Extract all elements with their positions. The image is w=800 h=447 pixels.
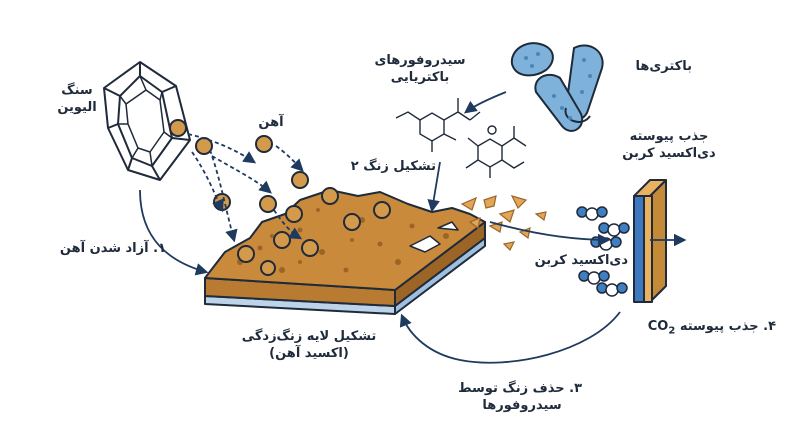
arrows — [139, 91, 687, 364]
step4-co2-main: CO — [647, 319, 669, 334]
label-iron: آهن — [258, 115, 284, 130]
label-step3: ۳. حذف زنگ توسط سیدروفورها — [458, 380, 582, 414]
bacteria-spots — [524, 52, 592, 120]
siderophore-molecules — [395, 98, 527, 178]
step3-line1: ۳. حذف زنگ توسط — [458, 381, 582, 396]
absorption-membrane — [633, 179, 667, 303]
olivine-rock-line2: الیوین — [57, 100, 97, 115]
rust-layer-line1: تشکیل لایه زنگ‌زدگی — [241, 329, 377, 344]
step4-text: ۴. جذب پیوسته — [679, 319, 776, 334]
iron-balls-on-slab — [237, 187, 391, 276]
label-rust-layer: تشکیل لایه زنگ‌زدگی (اکسید آهن) — [224, 328, 394, 362]
step3-line2: سیدروفورها — [482, 398, 562, 413]
label-olivine-rock: سنگ الیوین — [42, 82, 112, 116]
olivine-crystal — [103, 61, 191, 181]
label-step1: ۱. آزاد شدن آهن — [59, 241, 166, 256]
label-rust-formation-2: تشکیل زنگ ۲ — [350, 159, 436, 174]
continuous-absorption-line2: دی‌اکسید کربن — [622, 146, 716, 161]
co2-molecules — [576, 206, 630, 297]
label-continuous-absorption: جذب پیوسته دی‌اکسید کربن — [614, 128, 724, 162]
siderophores-line1: سیدروفورهای — [374, 53, 466, 68]
siderophores-line2: باکتریایی — [390, 70, 450, 85]
continuous-absorption-line1: جذب پیوسته — [629, 129, 709, 144]
olivine-rock-line1: سنگ — [61, 83, 93, 98]
label-siderophores: سیدروفورهای باکتریایی — [360, 52, 480, 86]
released-iron-balls — [169, 119, 309, 213]
label-step4: ۴. جذب پیوسته CO2 — [636, 318, 776, 340]
label-co2: دی‌اکسید کربن — [534, 253, 628, 268]
rust-layer-line2: (اکسید آهن) — [269, 346, 349, 361]
step4-co2-sub: 2 — [668, 325, 676, 337]
step4-co2: CO2 — [647, 319, 676, 337]
label-bacteria: باکتری‌ها — [635, 59, 692, 74]
